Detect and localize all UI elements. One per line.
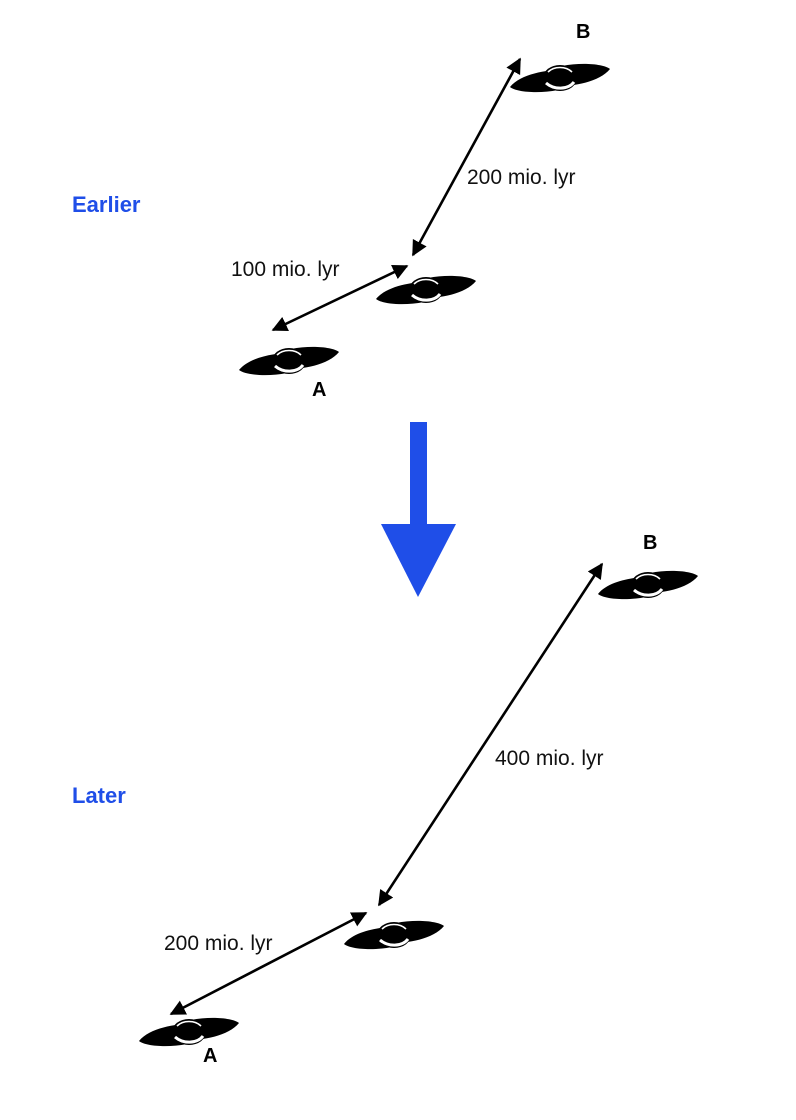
galaxy-mid-icon <box>374 274 478 306</box>
galaxy-b-icon <box>508 62 612 94</box>
galaxy-b-label: B <box>576 21 590 43</box>
distance-arrow-mid-b <box>377 562 604 907</box>
distance-arrow-a-mid <box>169 911 368 1016</box>
distance-label-a-mid: 100 mio. lyr <box>231 258 340 281</box>
galaxy-b-label: B <box>643 532 657 554</box>
earlier-section: Earlier B A 200 mio. lyr 100 mio. lyr <box>72 21 612 401</box>
galaxy-a-label: A <box>203 1045 217 1067</box>
distance-label-mid-b: 200 mio. lyr <box>467 166 576 189</box>
galaxy-b-icon <box>596 569 700 601</box>
later-section: Later B A 400 mio. lyr 200 mio. lyr <box>72 532 700 1067</box>
distance-arrow-mid-b <box>411 57 522 257</box>
galaxy-a-icon <box>137 1016 241 1048</box>
distance-label-mid-b: 400 mio. lyr <box>495 747 604 770</box>
later-label: Later <box>72 783 126 808</box>
galaxy-a-icon <box>237 345 341 377</box>
distance-arrow-a-mid <box>271 264 409 332</box>
down-arrow-icon <box>381 422 456 597</box>
galaxy-a-label: A <box>312 379 326 401</box>
earlier-label: Earlier <box>72 192 141 217</box>
galaxy-mid-icon <box>342 919 446 951</box>
distance-label-a-mid: 200 mio. lyr <box>164 932 273 955</box>
